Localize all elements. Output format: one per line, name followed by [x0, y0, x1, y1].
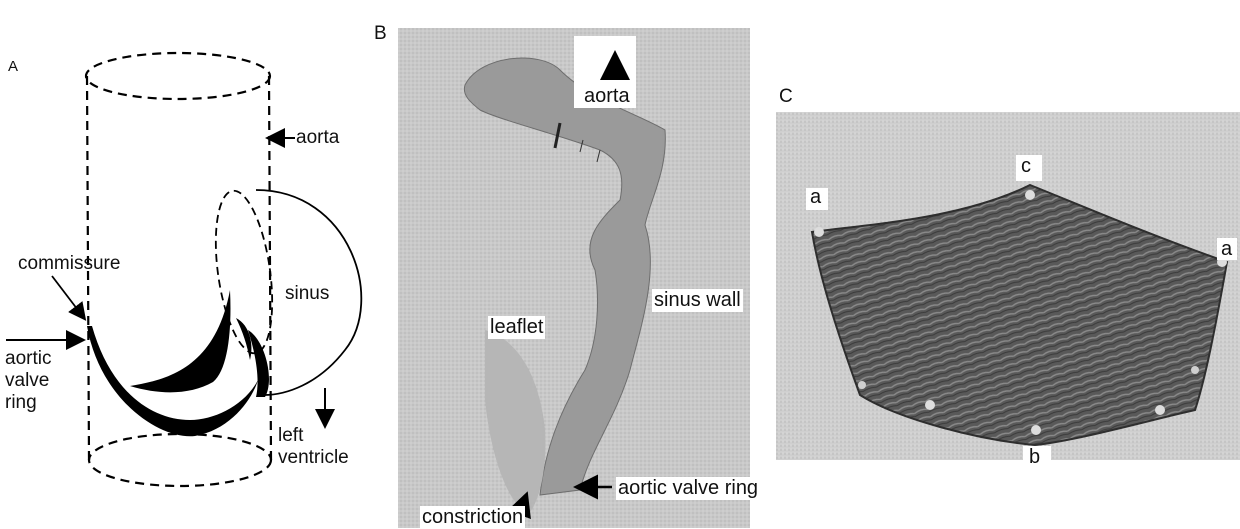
label-c-b: b — [1029, 446, 1040, 469]
valve-leaflets — [87, 290, 269, 436]
panel-b-photo — [398, 28, 750, 528]
label-left-ventricle-1: left — [278, 425, 303, 446]
label-left-ventricle-2: ventricle — [278, 447, 349, 468]
label-aortic-valve-ring-2: valve — [5, 370, 49, 391]
label-aorta-b: aorta — [584, 85, 630, 108]
label-sinus-wall: sinus wall — [652, 289, 743, 312]
label-c-c: c — [1021, 155, 1031, 178]
label-aortic-valve-ring-3: ring — [5, 392, 37, 413]
label-aortic-valve-ring-1: aortic — [5, 348, 51, 369]
label-sinus: sinus — [285, 283, 329, 304]
label-leaflet: leaflet — [488, 316, 545, 339]
panel-c-letter: C — [779, 86, 793, 108]
label-constriction: constriction — [420, 506, 525, 529]
label-aorta-a: aorta — [296, 127, 339, 148]
panel-c-photo — [776, 112, 1240, 472]
panel-a-letter: A — [8, 58, 18, 75]
label-c-a-right: a — [1221, 238, 1232, 261]
commissure-arrow — [52, 276, 84, 318]
panel-b-letter: B — [374, 23, 387, 45]
label-c-a-left: a — [810, 186, 821, 209]
label-aortic-valve-ring-b: aortic valve ring — [616, 477, 760, 500]
label-commissure: commissure — [18, 253, 120, 274]
